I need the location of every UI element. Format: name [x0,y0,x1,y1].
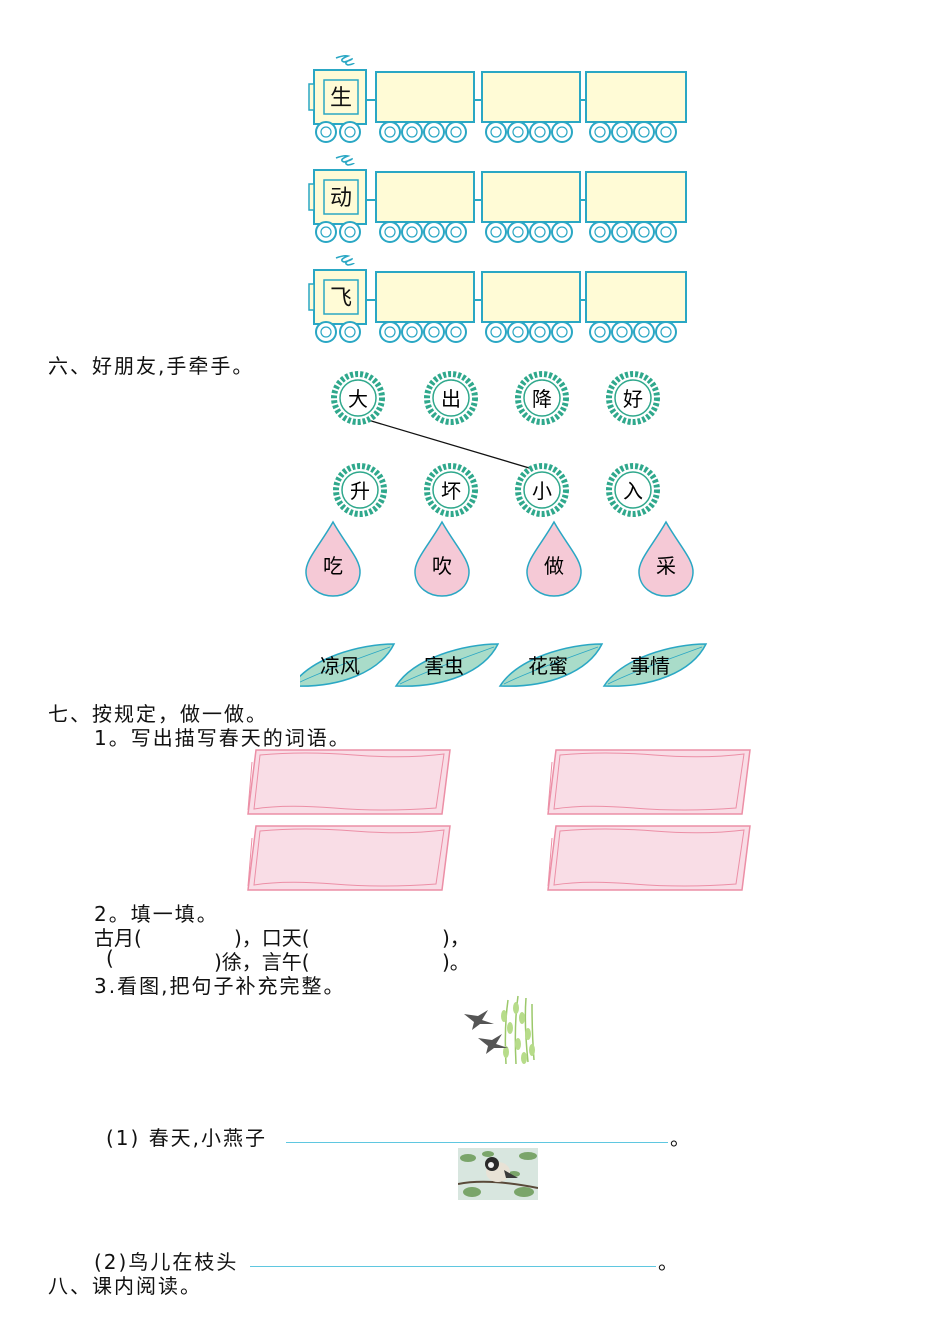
q2-line1-c: )， [442,926,470,950]
bird-branch-picture [458,1148,538,1200]
swallows-willow-picture [464,995,535,1065]
train-dong: 动 [308,154,687,243]
drop-chui-char: 吹 [432,554,452,578]
train-sheng: 生 [308,54,687,143]
badge-jiang[interactable]: 降 [515,371,569,425]
sentence1-blank[interactable] [286,1142,668,1143]
leaf-huami[interactable]: 花蜜 [498,643,604,687]
badge-da-char: 大 [348,387,368,411]
badge-hao[interactable]: 好 [606,371,660,425]
q3-text: 3.看图,把句子补充完整。 [94,974,346,998]
sentence1-suffix: 。 [670,1126,692,1150]
badge-chu[interactable]: 出 [424,371,478,425]
train-fei: 飞 [308,254,687,343]
leaf-huami-text: 花蜜 [528,654,568,678]
leaf-shiqing-text: 事情 [630,654,670,678]
badge-sheng[interactable]: 升 [333,463,387,517]
train-dong-char: 动 [330,186,352,211]
q1-text: 1。写出描写春天的词语。 [94,726,351,750]
badge-huai[interactable]: 坏 [424,463,478,517]
leaf-shiqing[interactable]: 事情 [602,643,708,687]
drop-cai[interactable]: 采 [638,520,694,597]
badge-sheng-char: 升 [350,479,370,503]
drop-zuo[interactable]: 做 [526,520,582,597]
q2-line2-b: )徐，言午( [214,950,310,974]
badge-ru[interactable]: 入 [606,463,660,517]
section6-title: 六、好朋友,手牵手。 [48,354,255,378]
spring-word-box-4[interactable] [544,822,756,894]
leaf-haichong-text: 害虫 [424,654,464,678]
train-fei-char: 飞 [330,286,352,311]
sentence2-prefix: (2)鸟儿在枝头 [94,1250,239,1274]
q2-line2-c: )。 [442,950,470,974]
drop-chui[interactable]: 吹 [414,520,470,597]
spring-word-box-1[interactable] [244,746,456,818]
badge-chu-char: 出 [441,387,461,411]
badge-xiao[interactable]: 小 [515,463,569,517]
leaf-liangfeng-text: 凉风 [320,654,360,678]
badge-da[interactable]: 大 [331,371,385,425]
sentence2-suffix: 。 [658,1250,680,1274]
match-line [367,419,537,471]
drop-zuo-char: 做 [544,554,564,578]
drop-cai-char: 采 [656,554,676,578]
section7-title: 七、按规定，做一做。 [48,702,268,726]
sentence1-prefix: (1) 春天,小燕子 [106,1126,268,1150]
drop-chi[interactable]: 吃 [305,520,361,597]
matching-area: 大 出 降 好 升 坏 小 入 吃 吹 [300,371,708,687]
badge-jiang-char: 降 [532,387,552,411]
spring-word-box-3[interactable] [244,822,456,894]
sentence2-blank[interactable] [250,1266,656,1267]
leaf-haichong[interactable]: 害虫 [394,643,500,687]
badge-xiao-char: 小 [532,479,552,503]
badge-hao-char: 好 [623,387,643,411]
badge-ru-char: 入 [623,479,643,503]
q2-text: 2。填一填。 [94,902,219,926]
spring-word-box-2[interactable] [544,746,756,818]
q2-line1-b: )，口天( [234,926,310,950]
train-sheng-char: 生 [330,86,352,111]
q2-line2-a: ( [106,946,114,970]
badge-huai-char: 坏 [441,479,461,503]
section8-title: 八、课内阅读。 [48,1274,202,1298]
drop-chi-char: 吃 [323,554,343,578]
leaf-liangfeng[interactable]: 凉风 [300,643,396,687]
q2-line1-a: 古月( [94,926,142,950]
